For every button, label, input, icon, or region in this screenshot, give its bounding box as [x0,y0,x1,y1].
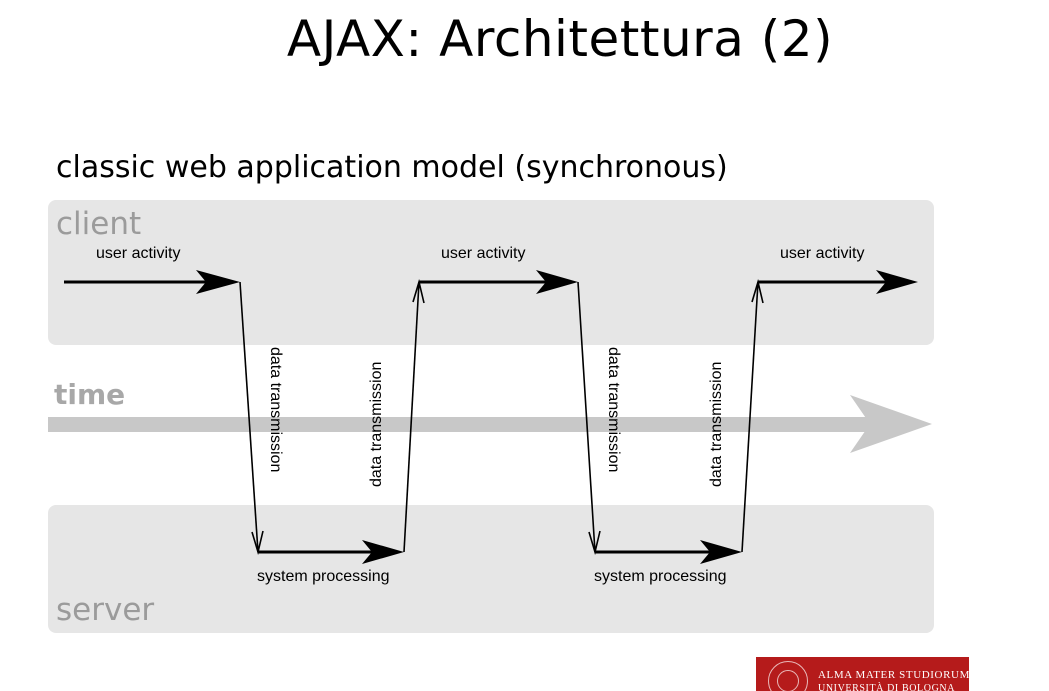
data-transmission-down-2 [577,281,601,556]
data-transmission-label: data transmission [605,347,622,473]
server-label: server [56,592,155,628]
time-arrow [48,395,932,453]
system-processing-arrow-2 [595,540,742,564]
university-logo: ALMA MATER STUDIORUM UNIVERSITÀ DI BOLOG… [756,657,969,691]
diagram-heading: classic web application model (synchrono… [56,150,728,185]
system-processing-arrow-1 [258,540,404,564]
user-activity-label: user activity [441,245,526,262]
system-processing-label: system processing [257,568,390,585]
data-transmission-label: data transmission [267,347,284,473]
client-band [48,200,934,345]
user-activity-arrow-3 [758,270,918,294]
logo-text-line1: ALMA MATER STUDIORUM [818,669,969,681]
user-activity-label: user activity [780,245,865,262]
user-activity-arrow-1 [64,270,240,294]
data-transmission-down-1 [239,281,264,556]
slide-title: AJAX: Architettura (2) [286,10,834,68]
user-activity-arrow-2 [419,270,578,294]
data-transmission-label: data transmission [708,361,725,487]
data-transmission-up-1 [403,278,425,553]
seal-icon [768,661,808,691]
data-transmission-up-2 [741,278,764,553]
data-transmission-label: data transmission [368,361,385,487]
time-label: time [54,378,126,411]
user-activity-label: user activity [96,245,181,262]
system-processing-label: system processing [594,568,727,585]
logo-text-line2: UNIVERSITÀ DI BOLOGNA [818,683,956,691]
client-label: client [56,206,142,242]
server-band [48,505,934,633]
